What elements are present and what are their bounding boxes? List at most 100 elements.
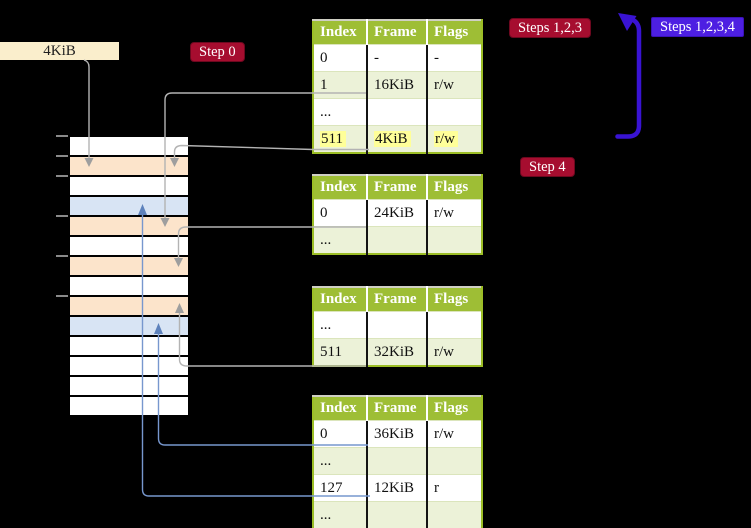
table-cell: 511 (313, 125, 368, 153)
table-cell: 24KiB (367, 199, 428, 227)
steps-loop-arrow (615, 16, 642, 139)
memory-frame-row-white (70, 377, 188, 395)
table-cell (427, 98, 482, 126)
table-cell: r/w (427, 125, 482, 153)
column-header: Index (313, 20, 368, 45)
memory-frame-row-white (70, 277, 188, 295)
column-header: Frame (367, 396, 428, 421)
table-cell: 16KiB (367, 71, 428, 99)
memory-frame-row-blue (70, 317, 188, 335)
table-cell: 1 (313, 71, 368, 99)
table-cell (427, 447, 482, 475)
steps-1-2-3-badge: Steps 1,2,3 (509, 18, 592, 38)
table-cell (427, 311, 482, 339)
table-cell: 127 (313, 474, 368, 502)
memory-frame-row-peach (70, 257, 188, 275)
steps-1-2-3-4-badge: Steps 1,2,3,4 (651, 17, 744, 37)
table-row: ... (313, 311, 482, 339)
column-header: Index (313, 287, 368, 312)
table-cell: ... (313, 311, 368, 339)
table-cell: 0 (313, 44, 368, 72)
table-cell (427, 226, 482, 254)
column-header: Flags (427, 396, 482, 421)
table-cell (367, 226, 428, 254)
column-header: Flags (427, 287, 482, 312)
memory-frame-row-white (70, 397, 188, 415)
table-cell: ... (313, 226, 368, 254)
memory-frame-row-peach (70, 297, 188, 315)
step-4-badge: Step 4 (520, 157, 575, 177)
memory-tick (56, 255, 68, 257)
table-row: 0-- (313, 44, 482, 72)
table-cell: r (427, 474, 482, 502)
table-cell: ... (313, 501, 368, 528)
table-cell (427, 501, 482, 528)
column-header: Index (313, 396, 368, 421)
table-cell: 4KiB (367, 125, 428, 153)
memory-frame-row-white (70, 137, 188, 155)
memory-frame-row-white (70, 357, 188, 375)
memory-tick (56, 215, 68, 217)
table-cell: r/w (427, 71, 482, 99)
table-cell: 36KiB (367, 420, 428, 448)
page-size-label: 4KiB (0, 42, 119, 60)
table-cell: ... (313, 98, 368, 126)
memory-frame-row-white (70, 237, 188, 255)
step-0-badge: Step 0 (190, 42, 245, 62)
table-cell: - (427, 44, 482, 72)
table-cell: r/w (427, 420, 482, 448)
table-cell (367, 311, 428, 339)
memory-frame-row-blue (70, 197, 188, 215)
memory-strip (68, 135, 190, 417)
column-header: Frame (367, 287, 428, 312)
table-cell (367, 501, 428, 528)
column-header: Index (313, 175, 368, 200)
table-cell: 511 (313, 338, 368, 366)
memory-tick (56, 135, 68, 137)
table-cell: r/w (427, 199, 482, 227)
table-cell: 0 (313, 199, 368, 227)
table-cell: 32KiB (367, 338, 428, 366)
table-cell: 0 (313, 420, 368, 448)
memory-tick (56, 155, 68, 157)
table-cell: ... (313, 447, 368, 475)
table-cell: 12KiB (367, 474, 428, 502)
table-row: ... (313, 226, 482, 254)
table-row: ... (313, 447, 482, 475)
memory-frame-row-white (70, 177, 188, 195)
column-header: Flags (427, 175, 482, 200)
table-row: ... (313, 501, 482, 528)
memory-frame-row-white (70, 337, 188, 355)
column-header: Frame (367, 175, 428, 200)
table-row: ... (313, 98, 482, 126)
memory-frame-row-peach (70, 217, 188, 235)
table-cell (367, 447, 428, 475)
table-cell: - (367, 44, 428, 72)
memory-tick (56, 175, 68, 177)
memory-frame-row-peach (70, 157, 188, 175)
column-header: Frame (367, 20, 428, 45)
column-header: Flags (427, 20, 482, 45)
table-cell (367, 98, 428, 126)
steps-loop-arrowhead (618, 13, 637, 31)
table-cell: r/w (427, 338, 482, 366)
memory-tick (56, 295, 68, 297)
